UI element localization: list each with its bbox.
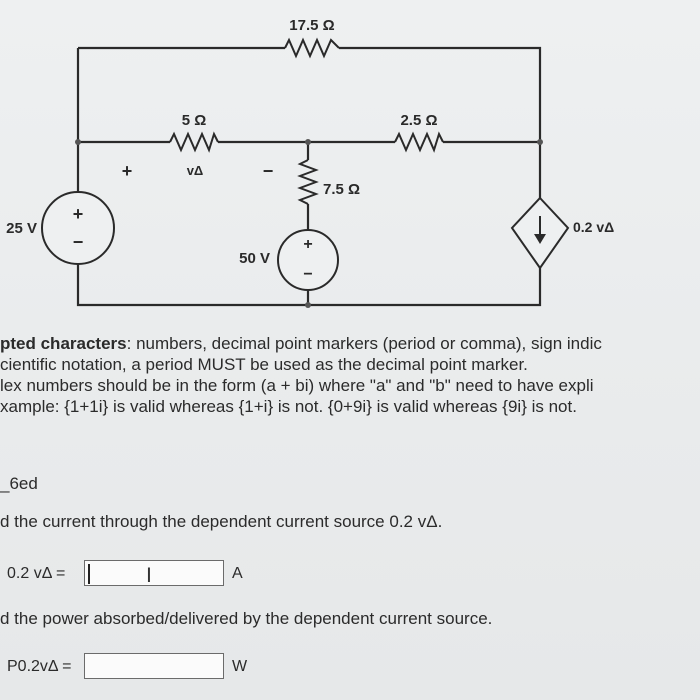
instructions-line-1: pted characters: numbers, decimal point … [0,334,602,354]
src-mid-plus: + [303,236,312,253]
label-5-ohm: 5 Ω [182,112,207,129]
part-b-unit: W [232,658,248,675]
part-b-answer-input[interactable] [84,653,224,679]
resistor-2-5-ohm [394,131,444,153]
problem-id: _6ed [0,474,38,493]
resistor-7-5-ohm [297,159,319,205]
label-2-5-ohm: 2.5 Ω [400,112,437,129]
instructions-line-2: cientific notation, a period MUST be use… [0,355,528,374]
label-v-delta-minus: − [263,161,274,181]
wire-top [78,46,542,198]
part-a-question: d the current through the dependent curr… [0,512,443,531]
voltage-source-25v [41,191,115,265]
text-cursor [88,564,90,584]
part-b-label: P0.2vΔ = [7,658,72,675]
node-left [75,139,81,145]
instructions-line-4: xample: {1+1i} is valid whereas {1+i} is… [0,397,577,416]
label-dependent-source: 0.2 vΔ [573,219,614,235]
resistor-17-5-ohm [284,37,340,59]
part-a-answer-input[interactable] [84,560,224,586]
label-7-5-ohm: 7.5 Ω [323,181,360,198]
label-50v: 50 V [239,250,270,267]
node-mid [305,139,311,145]
label-25v: 25 V [6,220,37,237]
label-v-delta-plus: + [122,161,133,181]
circuit-diagram: + − + − 17.5 Ω 5 Ω 2.5 Ω 7.5 Ω vΔ + − 25… [6,17,614,308]
label-17-5-ohm: 17.5 Ω [289,17,334,34]
node-right [537,139,543,145]
instructions-line-3: lex numbers should be in the form (a + b… [0,376,594,395]
instructions-bold: pted characters [0,334,127,353]
src-left-minus: − [73,232,84,252]
src-mid-minus: − [303,266,312,283]
instructions-line-1-rest: : numbers, decimal point markers (period… [126,334,602,353]
ibeam-cursor-icon: Ⅰ [146,565,152,587]
resistor-5-ohm [169,131,219,153]
part-a-label: 0.2 vΔ = [7,565,66,582]
part-b-question: d the power absorbed/delivered by the de… [0,609,493,628]
part-a-unit: A [232,565,243,582]
node-bottom [305,302,311,308]
src-left-plus: + [73,204,84,224]
voltage-source-50v [277,229,339,291]
arrow-head-icon [534,234,546,244]
label-v-delta: vΔ [187,163,204,178]
